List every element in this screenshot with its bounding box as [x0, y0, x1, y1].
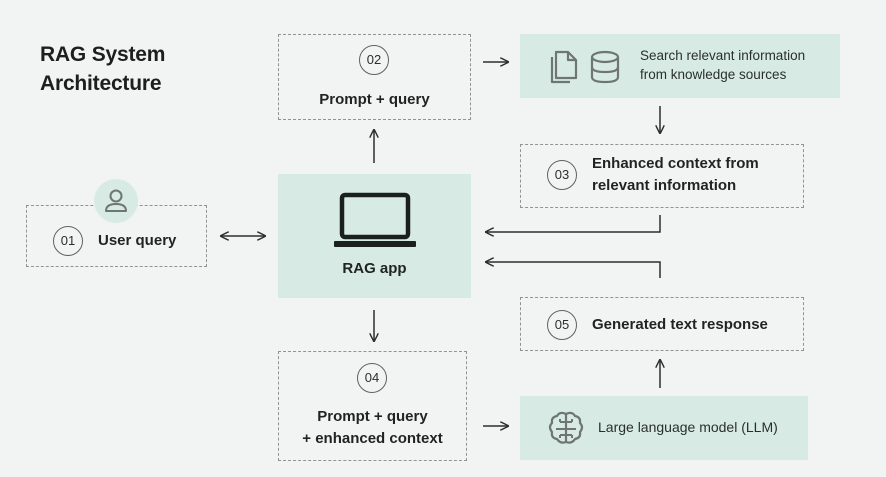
- step-05-number: 05: [547, 310, 577, 340]
- step-02-number: 02: [359, 45, 389, 75]
- step-03-context-box: [520, 144, 804, 208]
- user-icon: [94, 179, 138, 223]
- step-03-label-line-2: relevant information: [592, 177, 737, 194]
- title-line-1: RAG System: [40, 43, 166, 66]
- step-02-prompt-box: [278, 34, 471, 120]
- step-05-label: Generated text response: [592, 316, 768, 333]
- rag-app-label: RAG app: [342, 260, 407, 277]
- database-icon: [588, 49, 622, 85]
- step-03-label-line-1: Enhanced context from: [592, 155, 759, 172]
- step-04-prompt-context-box: [278, 351, 467, 461]
- document-icon: [548, 49, 580, 85]
- step-04-label-line-2: + enhanced context: [302, 430, 443, 447]
- title-line-2: Architecture: [40, 72, 162, 95]
- llm-label: Large language model (LLM): [598, 419, 778, 435]
- diagram-title: RAG System Architecture: [40, 40, 165, 98]
- step-04-label-line-1: Prompt + query: [317, 408, 428, 425]
- brain-icon: [546, 408, 586, 448]
- step-01-number: 01: [53, 226, 83, 256]
- step-01-label: User query: [98, 232, 177, 249]
- arrow-context-to-rag: [486, 215, 661, 232]
- search-line-2: from knowledge sources: [640, 67, 787, 82]
- step-04-number: 04: [357, 363, 387, 393]
- step-02-label: Prompt + query: [319, 91, 430, 108]
- step-03-number: 03: [547, 160, 577, 190]
- search-line-1: Search relevant information: [640, 48, 806, 63]
- arrow-response-to-rag: [486, 262, 661, 278]
- step-05-response-box: [520, 297, 804, 351]
- laptop-icon: [333, 190, 417, 252]
- search-knowledge-box: [520, 34, 840, 98]
